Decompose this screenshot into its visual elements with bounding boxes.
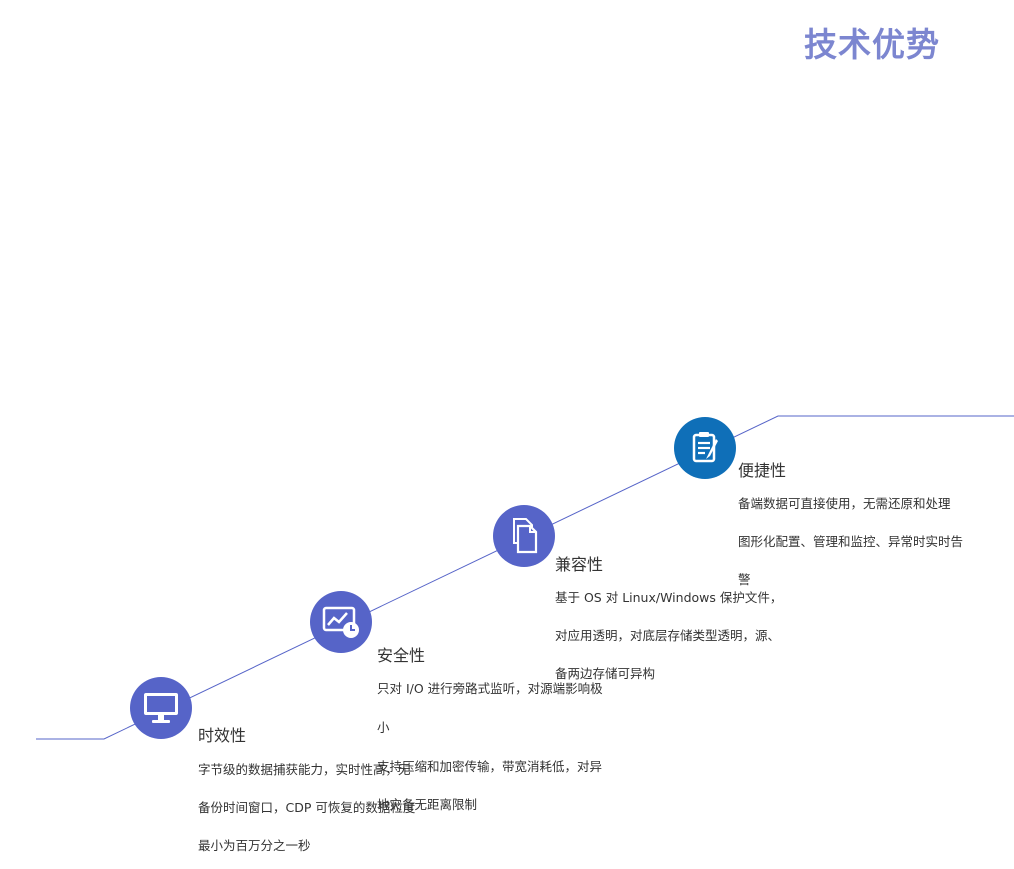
step-1-line-2: 备份时间窗口，CDP 可恢复的数据粒度 (198, 800, 416, 815)
step-3-title: 兼容性 (555, 555, 604, 574)
step-2-line-1: 只对 I/O 进行旁路式监听，对源端影响极 (377, 681, 603, 696)
step-2-line-4: 地灾备无距离限制 (377, 797, 478, 812)
page-title: 技术优势 (804, 25, 940, 64)
step-4-line-1: 备端数据可直接使用，无需还原和处理 (738, 496, 951, 511)
step-2-icon-circle (310, 591, 372, 653)
step-4-line-2: 图形化配置、管理和监控、异常时实时告 (738, 534, 964, 549)
monitor-icon (141, 690, 181, 726)
step-3-line-3: 备两边存储可异构 (555, 666, 656, 681)
step-1-title: 时效性 (198, 726, 247, 745)
step-3-line-1: 基于 OS 对 Linux/Windows 保护文件， (555, 590, 783, 605)
step-4-line-3: 警 (738, 572, 751, 587)
step-3-line-2: 对应用透明，对底层存储类型透明，源、 (555, 628, 781, 643)
step-1-line-3: 最小为百万分之一秒 (198, 838, 311, 853)
step-1-icon-circle (130, 677, 192, 739)
documents-icon (506, 516, 542, 556)
chart-clock-icon (321, 604, 361, 640)
step-4-title: 便捷性 (738, 461, 787, 480)
checklist-icon (688, 429, 722, 467)
step-4-icon-circle (674, 417, 736, 479)
step-2-line-3: 支持压缩和加密传输，带宽消耗低，对异 (377, 759, 603, 774)
step-1-line-1: 字节级的数据捕获能力，实时性高，无 (198, 762, 411, 777)
step-2-title: 安全性 (377, 646, 426, 665)
step-3-icon-circle (493, 505, 555, 567)
step-2-line-2: 小 (377, 720, 390, 735)
